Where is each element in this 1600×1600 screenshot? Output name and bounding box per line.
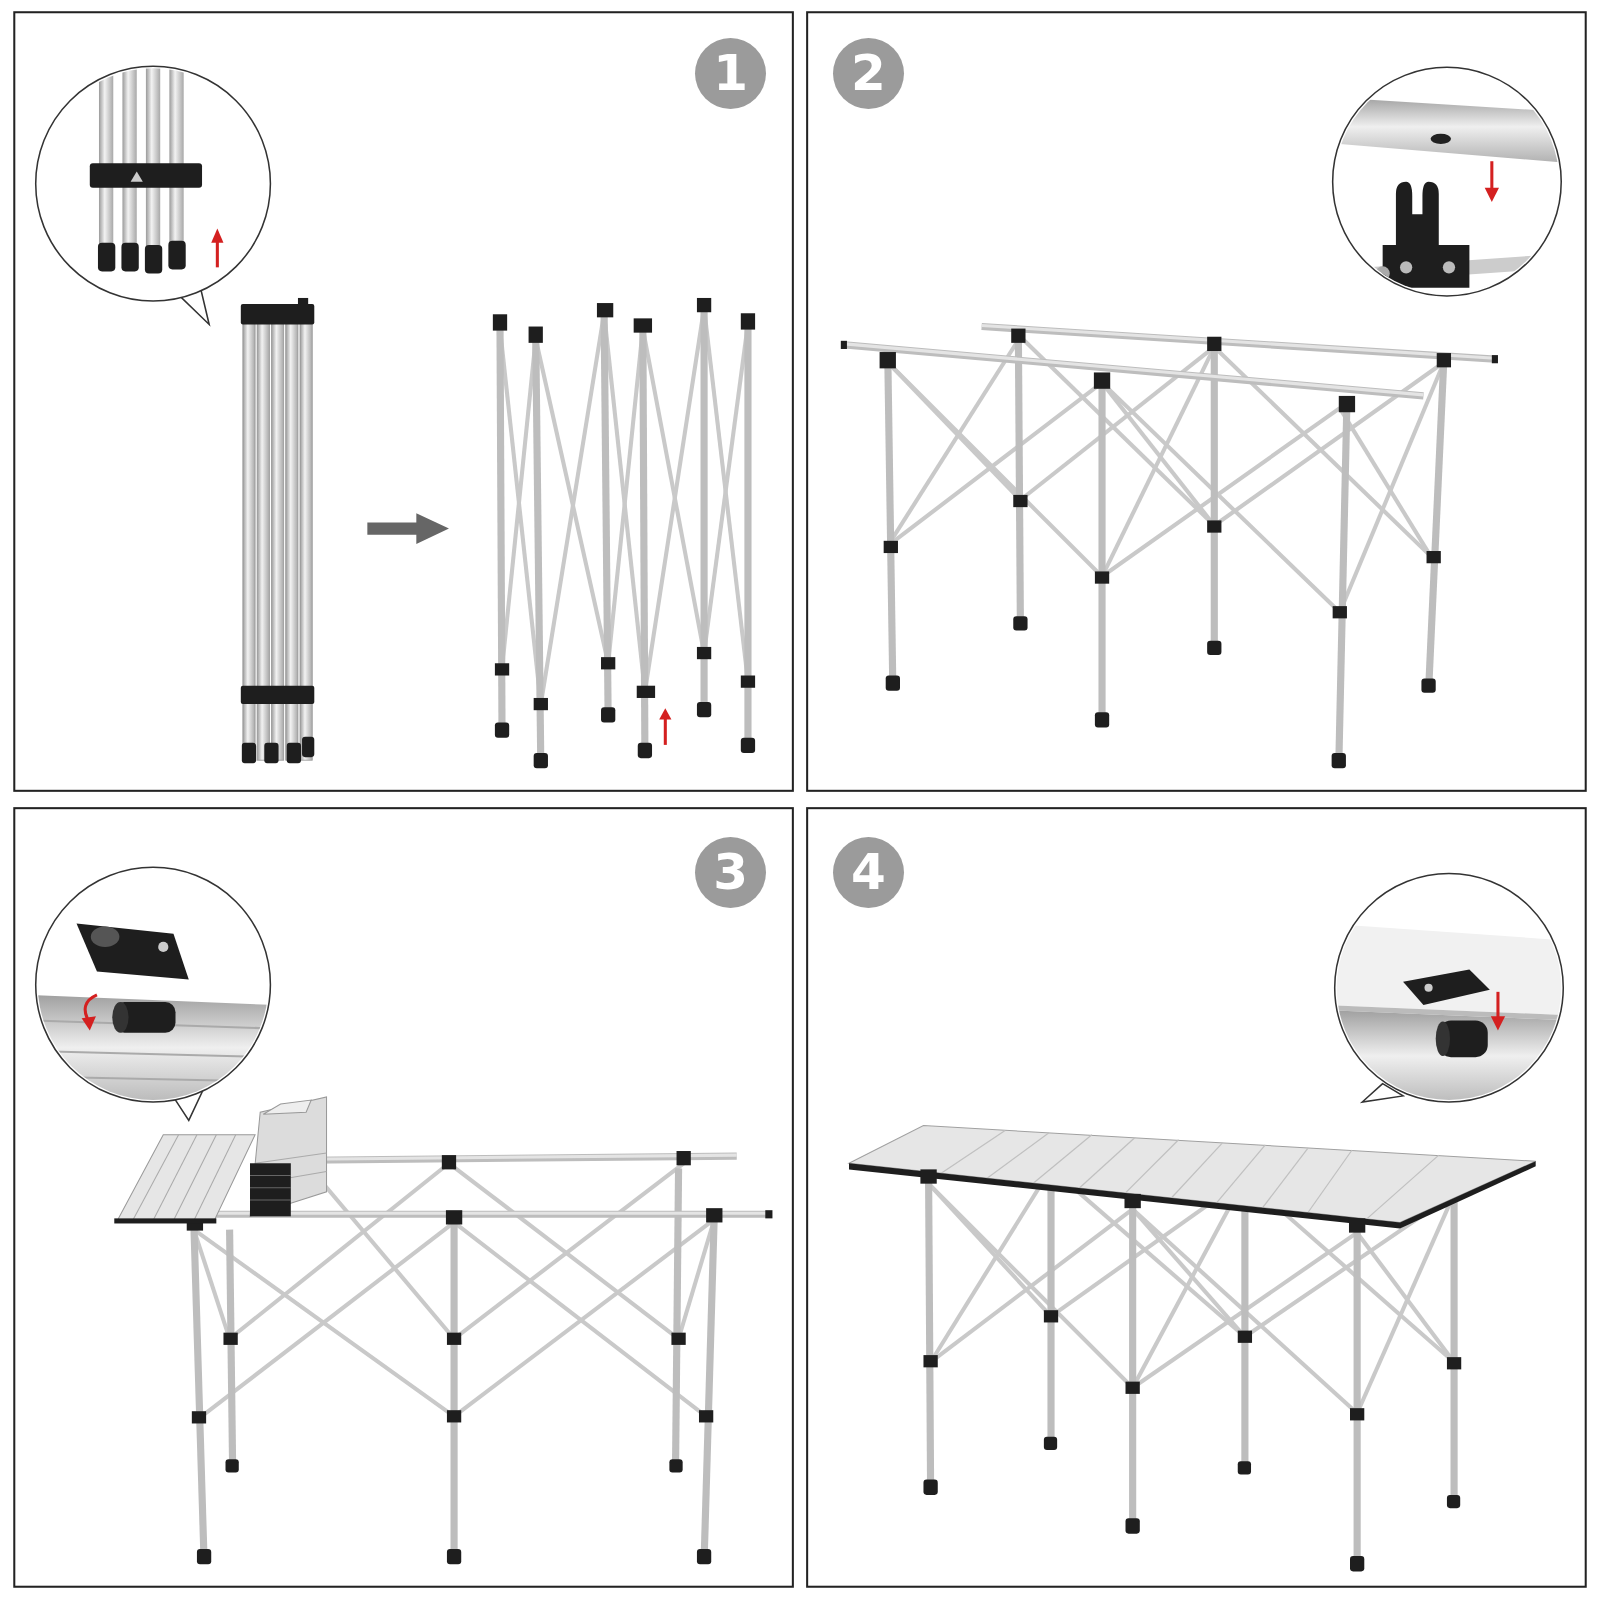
step-number: 1 (713, 48, 748, 98)
table-frame (841, 326, 1498, 769)
step-number-circle: 2 (833, 38, 904, 109)
folded-frame (241, 298, 314, 763)
panel-frame (14, 12, 1585, 1586)
step-number: 3 (713, 847, 748, 897)
expanded-frame (493, 298, 755, 768)
assembled-table (849, 1126, 1536, 1572)
zoom-callout (1327, 67, 1582, 296)
table-frame-partial-top (114, 1097, 772, 1564)
step-number: 2 (851, 48, 886, 98)
zoom-callout (31, 867, 276, 1120)
zoom-callout (1327, 873, 1572, 1112)
step-number-circle: 3 (695, 837, 766, 908)
step-number: 4 (851, 847, 886, 897)
zoom-callout (36, 61, 271, 324)
step-number-circle: 4 (833, 837, 904, 908)
step-arrow (367, 513, 449, 544)
step-number-circle: 1 (695, 38, 766, 109)
